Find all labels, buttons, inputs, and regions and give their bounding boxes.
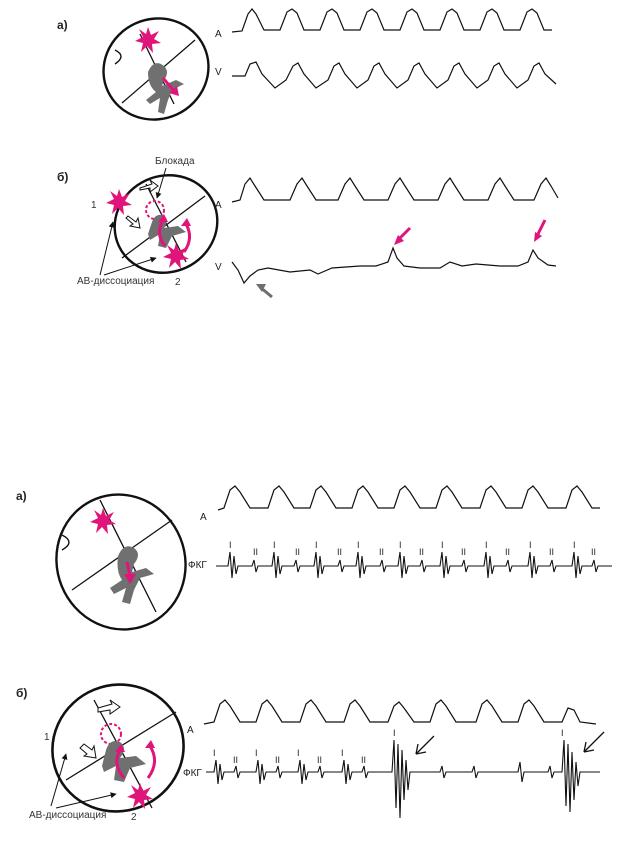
s1-label: I	[213, 748, 216, 758]
retro-arrow-left	[158, 219, 167, 247]
heart-diagram-bottom-a	[55, 493, 187, 631]
s2-label: II	[379, 547, 384, 557]
top-a-atrial-trace	[231, 8, 552, 33]
bottom-b-trace-a-label: A	[187, 725, 194, 736]
top-b-av-dissociation: АВ-диссоциация	[77, 276, 154, 287]
block-circle	[145, 200, 165, 220]
s1-label: I	[341, 748, 344, 758]
bottom-b-ventricular-star	[127, 783, 153, 809]
s2-label: II	[549, 547, 554, 557]
s2-label: II	[233, 755, 238, 765]
bottom-b-atrial-arrow-icon	[97, 699, 121, 715]
heart-diagram-top-a	[102, 17, 210, 121]
s1-label: I	[485, 540, 488, 550]
ventricular-pacemaker-star	[163, 243, 189, 269]
bottom-b-spread-arrow-icon	[79, 743, 97, 759]
conduction-system-shape-b	[148, 214, 186, 248]
s2-label: II	[275, 755, 280, 765]
bottom-a-trace-a-label: A	[200, 512, 207, 523]
bottom-panel-a-label: а)	[16, 489, 27, 503]
s1-label: I	[229, 540, 232, 550]
s1-label: I	[273, 540, 276, 550]
top-a-trace-a-label: A	[215, 29, 222, 40]
bottom-panel-b-label: б)	[16, 686, 27, 700]
atrial-spread-arrow-icon	[125, 215, 141, 229]
bottom-b-trace-pcg-label: ФКГ	[183, 768, 202, 779]
s1-label: I	[399, 540, 402, 550]
s2-label: II	[337, 547, 342, 557]
conduction-system-shape	[146, 63, 184, 114]
s2-label: II	[461, 547, 466, 557]
top-b-ventricular-trace	[231, 246, 557, 285]
top-b-num1: 1	[91, 200, 97, 211]
top-b-num2: 2	[175, 277, 181, 288]
top-a-trace-v-label: V	[215, 67, 222, 78]
s1-label: I	[561, 728, 564, 738]
s2-label: II	[505, 547, 510, 557]
bottom-panel-a: а) A ФКГ I II I II I II I II I II I I	[16, 485, 612, 631]
bottom-b-open-arrow-2	[583, 731, 605, 753]
s1-label: I	[315, 540, 318, 550]
s1-label: I	[393, 728, 396, 738]
top-panel-b: б) Блокада 1 2 АВ-диссоциация A V	[57, 156, 559, 299]
bottom-b-heart-sound-labels: I II I II I II I II I I	[213, 728, 564, 765]
bottom-b-num1: 1	[44, 732, 50, 743]
bottom-b-pcg-trace	[206, 739, 600, 819]
s2-label: II	[317, 755, 322, 765]
bottom-b-num2: 2	[131, 812, 137, 823]
heart-diagram-top-b	[106, 174, 219, 274]
s2-label: II	[253, 547, 258, 557]
s1-label: I	[573, 540, 576, 550]
top-b-trace-v-label: V	[215, 262, 222, 273]
bottom-a-sinus-star	[90, 508, 116, 534]
s2-label: II	[295, 547, 300, 557]
bottom-b-av-dissociation: АВ-диссоциация	[29, 810, 106, 821]
top-panel-a: а) A V	[57, 8, 557, 121]
atrial-activation-arrow-icon	[139, 179, 159, 193]
s1-label: I	[297, 748, 300, 758]
top-a-ventricular-trace	[232, 61, 557, 89]
bottom-a-pcg-trace	[216, 551, 612, 579]
top-panel-b-label: б)	[57, 170, 68, 184]
s1-label: I	[441, 540, 444, 550]
top-b-trace-a-label: A	[215, 200, 222, 211]
block-label: Блокада	[155, 156, 195, 167]
bottom-a-trace-pcg-label: ФКГ	[188, 560, 207, 571]
s2-label: II	[591, 547, 596, 557]
heart-diagram-bottom-b	[51, 683, 185, 813]
s1-label: I	[255, 748, 258, 758]
top-panel-a-label: а)	[57, 18, 68, 32]
bottom-a-atrial-trace	[217, 485, 600, 511]
top-b-atrial-trace	[231, 176, 559, 203]
bottom-b-atrial-trace	[203, 699, 597, 725]
bottom-panel-b: б) 1 2 АВ-диссоциация A ФКГ I II	[16, 683, 605, 823]
top-b-magenta-arrow-2	[535, 219, 547, 237]
s1-label: I	[357, 540, 360, 550]
s1-label: I	[529, 540, 532, 550]
bottom-b-open-arrow-1	[415, 735, 435, 755]
s2-label: II	[361, 755, 366, 765]
retro-arrow-right	[182, 223, 191, 253]
s2-label: II	[419, 547, 424, 557]
bottom-a-heart-sound-labels: I II I II I II I II I II I II I II I II …	[229, 540, 596, 557]
